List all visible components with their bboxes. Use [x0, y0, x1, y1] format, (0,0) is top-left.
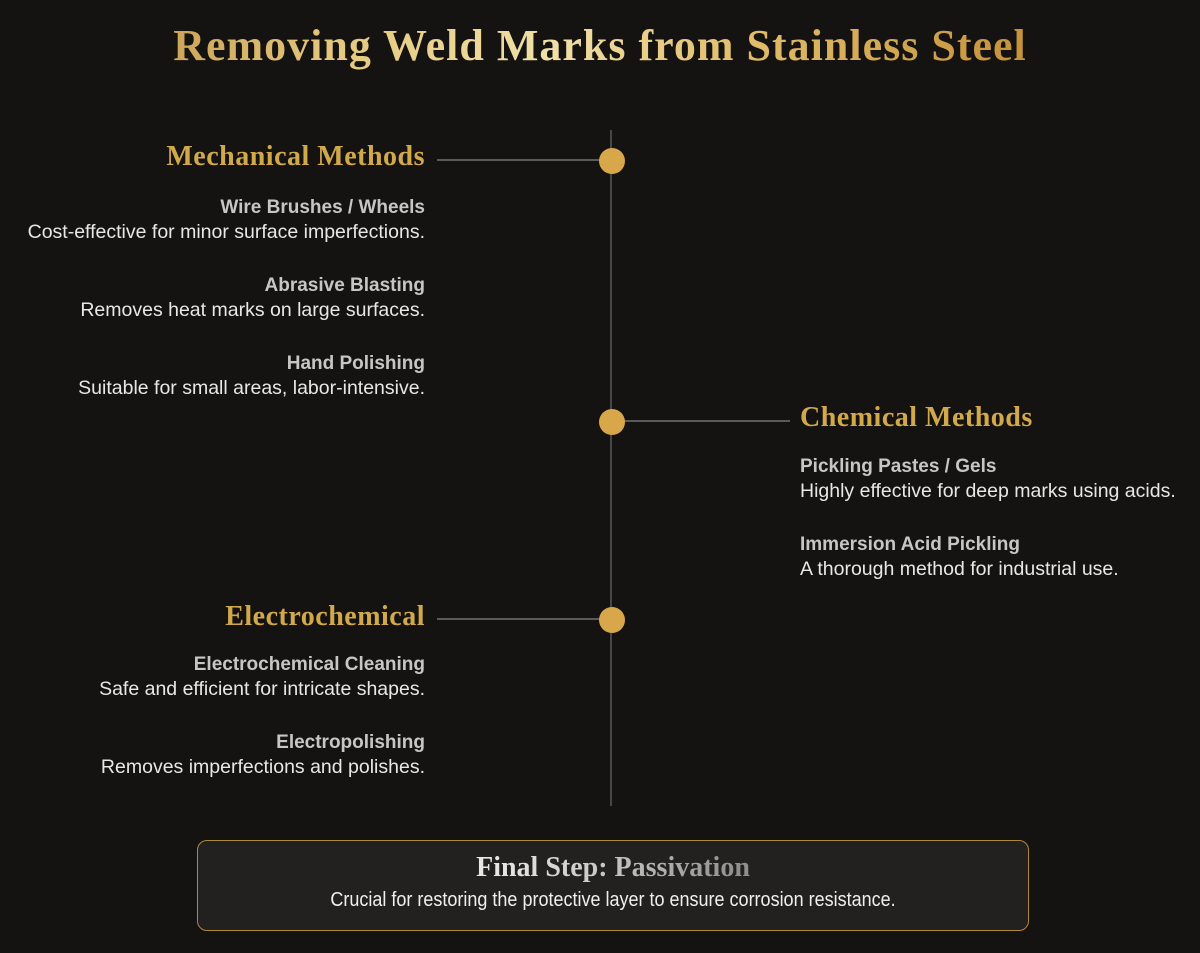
method-item: Hand Polishing Suitable for small areas,…	[78, 352, 425, 401]
method-item-name: Abrasive Blasting	[264, 275, 426, 296]
method-item-name: Hand Polishing	[286, 353, 425, 374]
method-item-desc: Removes imperfections and polishes.	[100, 756, 425, 778]
connector-line-mechanical	[437, 159, 605, 161]
section-heading-mechanical: Mechanical Methods	[166, 141, 425, 172]
section-heading-chemical: Chemical Methods	[800, 402, 1033, 433]
timeline-dot-electrochemical	[599, 607, 625, 633]
method-item-name: Pickling Pastes / Gels	[800, 456, 997, 477]
method-item-name: Wire Brushes / Wheels	[220, 197, 425, 218]
timeline-dot-chemical	[599, 409, 625, 435]
method-item-desc: Safe and efficient for intricate shapes.	[99, 678, 425, 700]
method-item-desc: Highly effective for deep marks using ac…	[800, 480, 1176, 502]
method-item-name: Immersion Acid Pickling	[800, 534, 1020, 555]
final-step-box: Final Step: Passivation Crucial for rest…	[197, 840, 1029, 931]
method-item-desc: Cost-effective for minor surface imperfe…	[27, 221, 425, 243]
timeline-vertical-line	[610, 130, 612, 806]
method-item-desc: Removes heat marks on large surfaces.	[80, 299, 425, 321]
method-item: Electropolishing Removes imperfections a…	[101, 731, 425, 780]
page-title: Removing Weld Marks from Stainless Steel	[0, 20, 1200, 71]
method-item-desc: A thorough method for industrial use.	[800, 558, 1119, 580]
method-item: Pickling Pastes / Gels Highly effective …	[800, 455, 1176, 504]
method-item: Wire Brushes / Wheels Cost-effective for…	[28, 196, 425, 245]
method-item-name: Electrochemical Cleaning	[193, 654, 425, 675]
final-step-desc: Crucial for restoring the protective lay…	[330, 889, 896, 911]
connector-line-electrochemical	[437, 618, 605, 620]
section-heading-electrochemical: Electrochemical	[225, 601, 425, 632]
connector-line-chemical	[620, 420, 790, 422]
final-step-title: Final Step: Passivation	[476, 852, 750, 883]
method-item: Immersion Acid Pickling A thorough metho…	[800, 533, 1119, 582]
method-item: Abrasive Blasting Removes heat marks on …	[80, 274, 425, 323]
method-item-desc: Suitable for small areas, labor-intensiv…	[78, 377, 425, 399]
method-item-name: Electropolishing	[276, 732, 425, 753]
method-item: Electrochemical Cleaning Safe and effici…	[99, 653, 425, 702]
timeline-dot-mechanical	[599, 148, 625, 174]
